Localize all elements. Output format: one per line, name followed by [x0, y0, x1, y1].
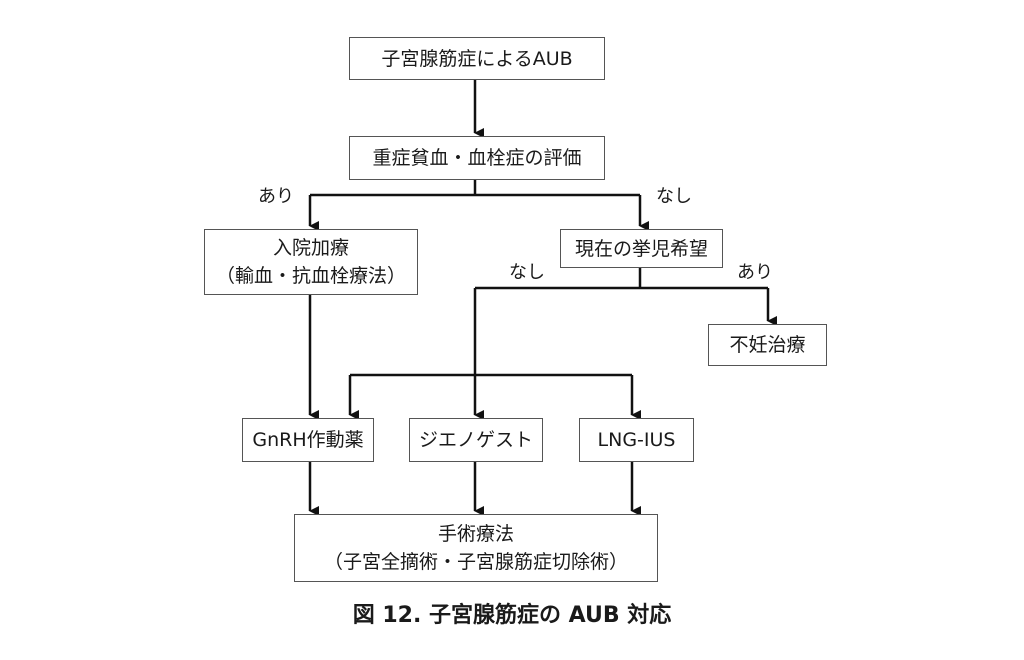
node-admission-line1: 入院加療: [272, 237, 349, 259]
node-lngius-text: LNG-IUS: [597, 429, 676, 451]
node-dienogest: ジエノゲスト: [409, 418, 543, 462]
figure-caption: 図 12. 子宮腺筋症の AUB 対応: [352, 603, 672, 628]
node-gnrh-text: GnRH作動薬: [252, 429, 364, 451]
edge-label-eval-no: なし: [656, 186, 692, 207]
node-eval-text: 重症貧血・血栓症の評価: [372, 147, 582, 169]
node-fertility-wish-text: 現在の挙児希望: [574, 237, 708, 260]
node-infertility-treatment: 不妊治療: [708, 324, 827, 366]
edge-label-fertility-yes: あり: [737, 262, 773, 283]
node-surgery: 手術療法 （子宮全摘術・子宮腺筋症切除術）: [294, 514, 658, 582]
node-admission-line2: （輸血・抗血栓療法）: [215, 265, 406, 287]
node-eval: 重症貧血・血栓症の評価: [349, 136, 605, 180]
node-dienogest-text: ジエノゲスト: [418, 429, 533, 451]
node-aub: 子宮腺筋症によるAUB: [349, 37, 605, 80]
node-fertility-wish: 現在の挙児希望: [560, 229, 723, 268]
node-lngius: LNG-IUS: [579, 418, 694, 462]
edge-label-fertility-no: なし: [509, 262, 545, 283]
node-gnrh: GnRH作動薬: [242, 418, 374, 462]
node-aub-text: 子宮腺筋症によるAUB: [381, 47, 573, 70]
edge-label-eval-yes: あり: [258, 186, 294, 207]
node-surgery-line2: （子宮全摘術・子宮腺筋症切除術）: [323, 551, 628, 573]
node-surgery-line1: 手術療法: [437, 523, 514, 545]
node-infertility-treatment-text: 不妊治療: [729, 334, 806, 356]
node-admission: 入院加療 （輸血・抗血栓療法）: [204, 229, 418, 295]
